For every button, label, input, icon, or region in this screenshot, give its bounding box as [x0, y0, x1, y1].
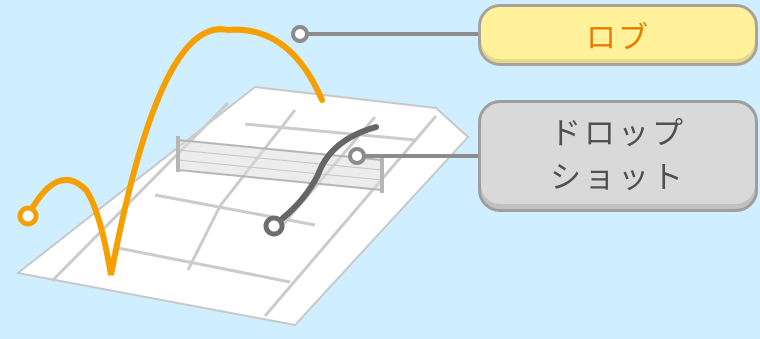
lob-connector-dot	[291, 25, 309, 43]
drop-shot-label: ドロップ ショット	[478, 100, 758, 212]
lob-trajectory	[27, 26, 325, 276]
tennis-court	[15, 85, 470, 327]
drop-shot-trajectory	[280, 124, 379, 221]
lob-start-ball	[17, 205, 39, 227]
drop-connector-dot	[348, 147, 366, 165]
drop-shot-label-line2: ショット	[550, 160, 686, 196]
drop-shot-label-line1: ドロップ	[550, 116, 686, 152]
net-mesh	[177, 149, 383, 181]
drop-shot-ball	[263, 215, 285, 237]
lob-label: ロブ	[478, 4, 758, 66]
lob-label-text: ロブ	[586, 21, 650, 56]
